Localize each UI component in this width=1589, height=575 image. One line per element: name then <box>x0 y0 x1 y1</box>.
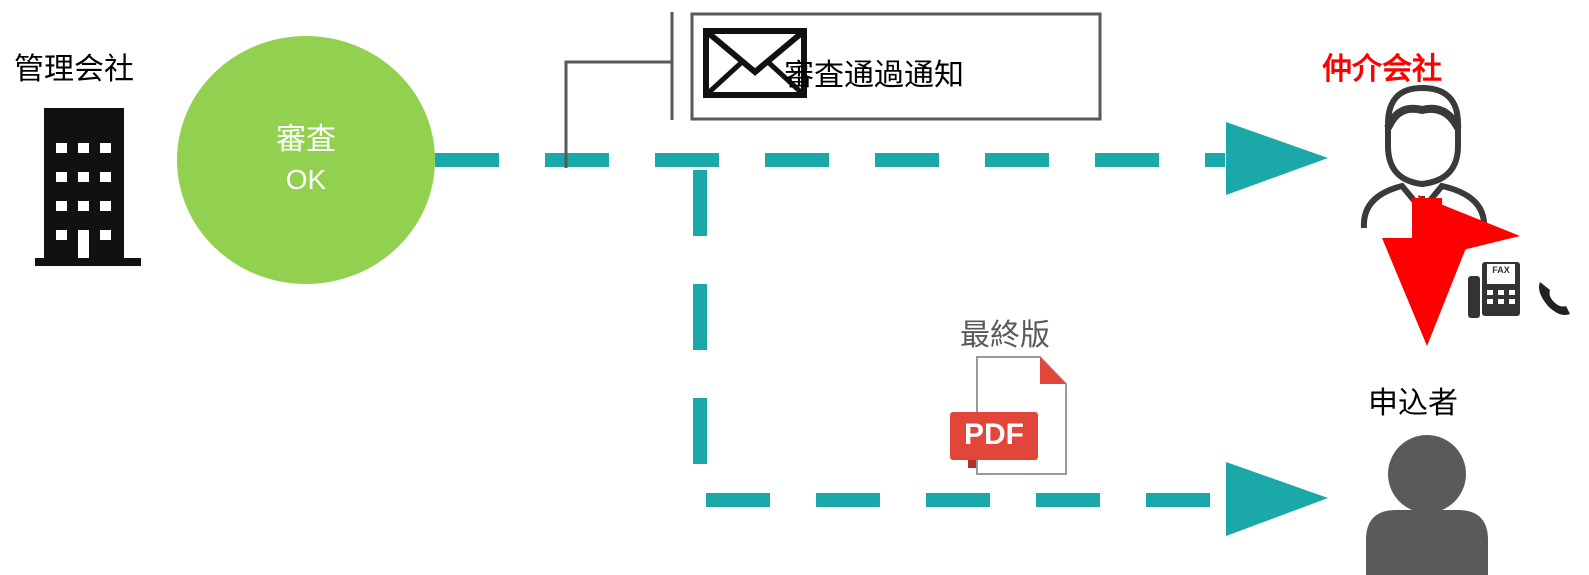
review-label-line2: OK <box>285 164 327 195</box>
red-arrow-down <box>1382 238 1470 346</box>
arrowhead-to-broker <box>1226 122 1328 195</box>
pdf-badge-label: PDF <box>964 418 1024 451</box>
review-ok-circle <box>177 36 435 284</box>
red-arrow-right <box>1418 195 1520 258</box>
applicant-label: 申込者 <box>1368 386 1458 421</box>
arrowhead-to-applicant <box>1226 462 1328 536</box>
pdf-file-icon <box>950 356 1067 475</box>
mail-icon <box>703 28 807 98</box>
fax-badge-label: FAX <box>1492 265 1510 275</box>
management-company-label: 管理会社 <box>14 52 134 87</box>
notice-callout-connector <box>564 60 672 168</box>
building-icon <box>35 108 141 266</box>
fax-icon <box>1468 262 1520 318</box>
notice-label: 審査通過通知 <box>784 58 964 93</box>
person-icon <box>1366 435 1488 575</box>
final-version-label: 最終版 <box>960 318 1050 353</box>
review-label-line1: 審査 <box>276 122 336 157</box>
review-label: 審査 OK <box>206 120 406 200</box>
phone-icon <box>1539 282 1570 315</box>
broker-company-label: 仲介会社 <box>1322 52 1442 87</box>
